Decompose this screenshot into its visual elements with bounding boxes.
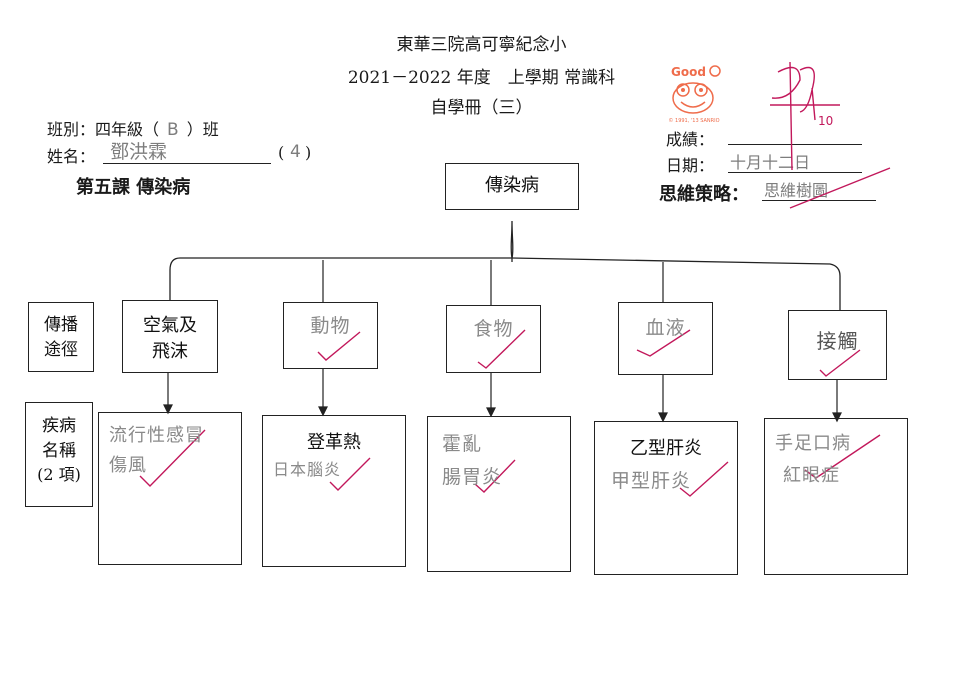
- route-row-line1: 傳播: [44, 315, 78, 335]
- disease-item-1: 霍亂: [442, 433, 483, 455]
- route-label-line1: 空氣及: [143, 315, 197, 336]
- route-label: 食物: [473, 318, 514, 340]
- strategy-underline: [762, 200, 876, 201]
- root-label: 傳染病: [485, 175, 539, 196]
- route-box-contact: 接觸: [788, 310, 887, 380]
- score-label: 成績：: [666, 130, 715, 149]
- disease-item-1: 流行性感冒: [109, 425, 204, 446]
- route-box-airborne: 空氣及 飛沫: [122, 300, 218, 373]
- route-box-food: 食物: [446, 305, 541, 373]
- strategy-label: 思維策略：: [659, 184, 749, 205]
- score-underline: [728, 144, 862, 145]
- name-underline: [103, 163, 271, 164]
- number-value: 4: [290, 142, 301, 162]
- number-close: ): [305, 143, 312, 162]
- root-node: 傳染病: [445, 163, 579, 210]
- route-row-label: 傳播 途徑: [28, 302, 94, 372]
- disease-box-airborne: 流行性感冒 傷風: [98, 412, 242, 565]
- date-underline: [728, 172, 862, 173]
- strategy-value: 思維樹圖: [764, 181, 829, 200]
- class-row: 班別：四年級（ B ）班: [47, 116, 219, 140]
- good-sticker: Good © 1991, '13 SANRIO: [663, 62, 725, 124]
- class-value: B: [167, 120, 179, 140]
- date-label: 日期：: [666, 156, 715, 175]
- disease-row-line1: 疾病: [42, 416, 76, 436]
- disease-box-blood: 乙型肝炎 甲型肝炎: [594, 421, 738, 575]
- route-label-line2: 飛沫: [152, 341, 188, 362]
- disease-item-1: 手足口病: [775, 433, 851, 454]
- disease-item-1: 登革熱: [307, 432, 361, 453]
- disease-row-line2: 名稱: [42, 441, 76, 461]
- disease-item-2: 傷風: [109, 455, 147, 476]
- disease-item-2: 腸胃炎: [442, 466, 503, 488]
- route-label: 血液: [645, 317, 686, 339]
- disease-item-2: 紅眼症: [783, 465, 840, 486]
- route-label: 接觸: [816, 329, 859, 353]
- lesson-title: 第五課 傳染病: [76, 177, 191, 198]
- school-name: 東華三院高可寧紀念小: [396, 35, 567, 55]
- disease-box-contact: 手足口病 紅眼症: [764, 418, 908, 575]
- signature-mark: 10: [818, 114, 834, 128]
- route-label: 動物: [310, 315, 351, 337]
- name-label: 姓名：: [47, 147, 96, 166]
- class-label: 班別：四年級（: [47, 120, 160, 139]
- sticker-text: Good: [671, 65, 706, 79]
- route-box-animal: 動物: [283, 302, 378, 369]
- class-suffix: ）班: [186, 120, 219, 139]
- year-subject-line: 2021－2022 年度 上學期 常識科: [347, 68, 616, 88]
- disease-item-2: 甲型肝炎: [611, 470, 692, 492]
- booklet-title: 自學冊（三）: [430, 98, 533, 118]
- disease-box-food: 霍亂 腸胃炎: [427, 416, 571, 572]
- date-value: 十月十二日: [730, 153, 811, 172]
- disease-box-animal: 登革熱 日本腦炎: [262, 415, 406, 567]
- disease-row-label: 疾病 名稱 (2 項): [25, 402, 93, 507]
- route-box-blood: 血液: [618, 302, 713, 375]
- disease-item-2: 日本腦炎: [273, 460, 342, 479]
- disease-row-line3: (2 項): [37, 465, 81, 484]
- name-value: 鄧洪霖: [110, 141, 168, 163]
- route-row-line2: 途徑: [44, 340, 78, 360]
- disease-item-1: 乙型肝炎: [630, 438, 702, 459]
- sticker-small: © 1991, '13 SANRIO: [668, 117, 719, 124]
- number-open: (: [278, 143, 285, 162]
